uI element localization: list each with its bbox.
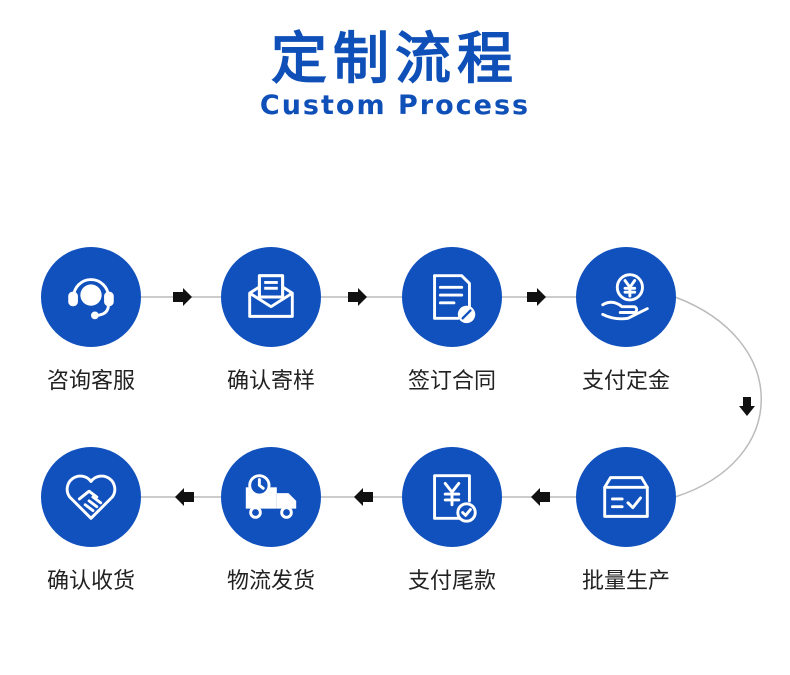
step-sign-contract: 签订合同 (382, 247, 522, 395)
connector-curve (674, 296, 762, 498)
step-label: 确认收货 (46, 569, 135, 594)
step-pay-deposit: 支付定金 (556, 247, 696, 395)
step-circle (221, 447, 321, 547)
step-label: 支付尾款 (407, 569, 496, 594)
arrow-left-icon (175, 488, 194, 506)
step-label: 咨询客服 (46, 369, 135, 394)
step-confirm-receipt: 确认收货 (21, 447, 161, 595)
contract-sign-icon (433, 274, 476, 324)
arrow-right-icon (173, 288, 192, 306)
handshake-heart-icon (65, 474, 117, 520)
step-circle (402, 447, 502, 547)
step-label: 物流发货 (226, 569, 315, 594)
step-circle (576, 447, 676, 547)
step-logistics-shipping: 物流发货 (201, 447, 341, 595)
step-circle (41, 447, 141, 547)
step-label: 支付定金 (581, 369, 670, 394)
envelope-icon (248, 274, 294, 318)
step-pay-balance: 支付尾款 (382, 447, 522, 595)
arrow-left-icon (531, 488, 550, 506)
step-label: 签订合同 (407, 369, 496, 394)
step-label: 确认寄样 (226, 369, 315, 394)
step-mass-production: 批量生产 (556, 447, 696, 595)
step-circle (402, 247, 502, 347)
hand-yen-coin-icon (601, 273, 649, 321)
delivery-truck-icon (245, 474, 297, 519)
arrow-left-icon (354, 488, 373, 506)
step-label: 批量生产 (581, 569, 670, 594)
page-subtitle: Custom Process (259, 90, 531, 121)
headset-agent-icon (68, 278, 114, 320)
box-check-icon (603, 476, 649, 518)
page-title: 定制流程 (271, 27, 519, 92)
step-confirm-sample: 确认寄样 (201, 247, 341, 395)
step-circle (221, 247, 321, 347)
step-circle (41, 247, 141, 347)
arrow-right-icon (527, 288, 546, 306)
step-circle (576, 247, 676, 347)
arrow-right-icon (348, 288, 367, 306)
step-consult-service: 咨询客服 (21, 247, 161, 395)
arrow-down-icon (739, 397, 755, 416)
yen-receipt-check-icon (433, 474, 477, 523)
